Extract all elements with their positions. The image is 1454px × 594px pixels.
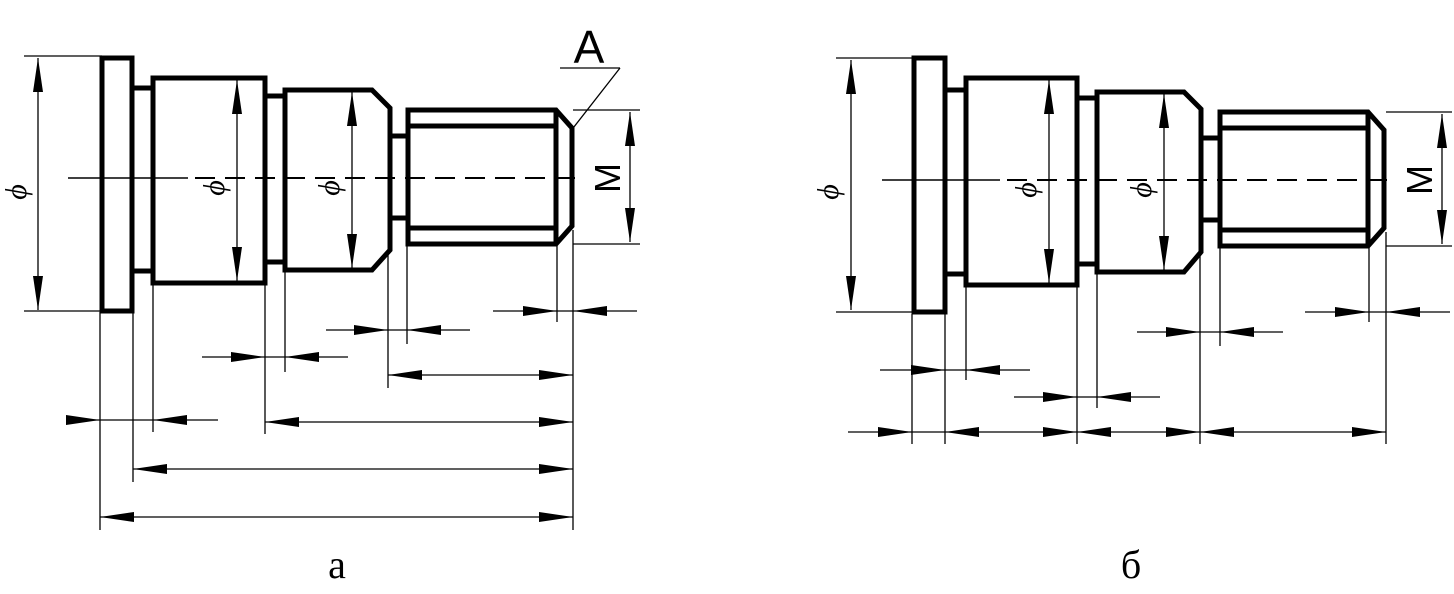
variant-a-diameter-label-1: ϕ	[0, 184, 33, 200]
variant-b-length-dimensions	[848, 307, 1450, 437]
variant-b-caption: б	[1121, 542, 1141, 587]
variant-a-drawing: ϕ ϕ ϕ М А а	[0, 21, 640, 587]
variant-a-diameter-dimensions	[33, 58, 635, 310]
variant-a-callout-leader	[560, 67, 621, 133]
variant-b-diameter-label-2: ϕ	[1010, 182, 1043, 198]
variant-a-diameter-label-2: ϕ	[198, 180, 231, 196]
variant-b-diameter-label-1: ϕ	[812, 184, 845, 200]
variant-a-length-dimensions	[66, 306, 637, 522]
variant-b-diameter-label-3: ϕ	[1125, 182, 1158, 198]
variant-a-caption: а	[328, 542, 346, 587]
variant-b-extension-lines	[836, 57, 1452, 444]
variant-b-thread-label: М	[1399, 165, 1440, 195]
variant-a-callout-label: А	[574, 21, 605, 73]
variant-a-thread-label: М	[587, 163, 628, 193]
variant-b-diameter-dimensions	[846, 60, 1447, 310]
variant-a-extension-lines	[24, 55, 640, 530]
variant-b-drawing: ϕ ϕ ϕ М б	[812, 55, 1452, 587]
variant-a-diameter-label-3: ϕ	[313, 180, 346, 196]
